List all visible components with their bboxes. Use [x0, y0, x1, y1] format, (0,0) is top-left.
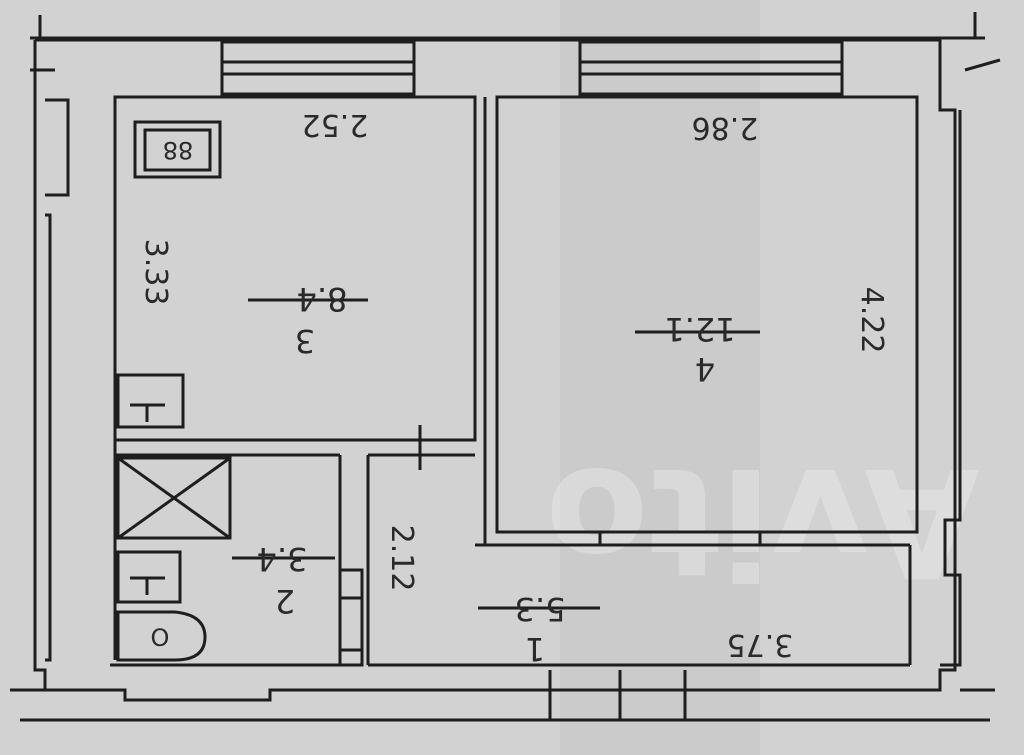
window-kitchen	[220, 40, 416, 96]
left-wall-recess	[45, 98, 70, 197]
room-3-number: 3	[295, 322, 315, 360]
exterior-wall-outer	[33, 38, 957, 702]
window-room	[578, 40, 844, 96]
room-4-number: 4	[695, 350, 715, 388]
room-3-kitchen	[113, 95, 477, 442]
toilet-bowl-icon: O	[151, 624, 170, 652]
axis-tick	[964, 58, 1001, 72]
bath-depth-dimension: 2.12	[384, 525, 419, 592]
kitchen-width-dimension: 2.52	[302, 107, 369, 142]
room-4-area: 12.1	[664, 310, 735, 348]
bath-sink	[116, 550, 182, 604]
room-3-area: 8.4	[297, 280, 348, 318]
right-wall-inner	[940, 110, 962, 667]
kitchen-sink	[116, 373, 185, 429]
stove-label: 88	[163, 136, 194, 164]
svg-text:Avito: Avito	[545, 434, 980, 608]
room-width-dimension: 2.86	[692, 110, 759, 145]
kitchen-depth-dimension: 3.33	[138, 239, 173, 306]
toilet	[116, 610, 207, 662]
room-1-number: 1	[525, 630, 545, 668]
watermark: Avito	[545, 434, 980, 608]
room-depth-dimension: 4.22	[854, 287, 889, 354]
room-1-area: 5.3	[515, 590, 566, 628]
stove-top	[143, 128, 212, 172]
bath-door	[338, 568, 364, 667]
paper-shade	[560, 0, 760, 755]
stove	[133, 120, 222, 179]
room-4-living	[495, 95, 919, 534]
vent-shaft	[116, 456, 232, 540]
room-2-area: 3.4	[257, 540, 308, 578]
hall-width-dimension: 3.75	[727, 627, 794, 662]
vent-shaft-cross	[117, 456, 231, 540]
room-2-number: 2	[275, 582, 295, 620]
left-wall-inner	[45, 213, 52, 662]
